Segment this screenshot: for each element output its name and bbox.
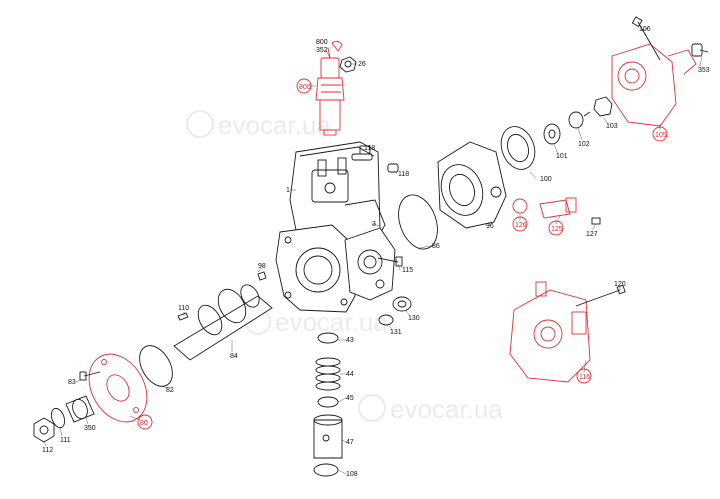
label-120: 120 [614, 281, 626, 288]
key-110 [177, 312, 189, 321]
washer-111 [50, 407, 66, 429]
governor-assembly [344, 227, 396, 301]
label-118-a: 118 [364, 145, 375, 152]
label-118-b: 118 [398, 171, 409, 178]
seal-43 [317, 332, 339, 344]
label-800-top: 800 [316, 39, 328, 46]
watermark-middle: evocar.ua [244, 307, 388, 337]
label-108: 108 [346, 471, 358, 478]
label-112: 112 [42, 447, 53, 454]
watermark-lower: evocar.ua [357, 393, 503, 424]
label-131: 131 [390, 329, 402, 336]
watermark-upper: evocar.ua [185, 109, 331, 140]
bolt-83 [79, 371, 101, 381]
bolt-120 [575, 284, 626, 307]
label-105: 105 [655, 132, 667, 139]
label-102: 102 [578, 141, 590, 148]
label-115: 115 [402, 267, 413, 274]
label-101: 101 [556, 153, 568, 160]
seal-126 [512, 198, 528, 214]
label-84: 84 [230, 353, 238, 360]
label-352: 352 [316, 47, 328, 54]
label-126: 126 [515, 222, 527, 229]
label-106: 106 [639, 26, 651, 33]
pump-assembly-116 [509, 281, 591, 383]
label-111: 111 [60, 437, 71, 444]
ring-100 [500, 126, 536, 170]
seat-45 [317, 396, 339, 408]
label-103: 103 [606, 123, 618, 130]
label-125: 125 [551, 226, 563, 233]
washer-101 [543, 123, 561, 145]
mounting-flange [275, 224, 356, 313]
label-116: 116 [579, 374, 590, 381]
label-44: 44 [346, 371, 354, 378]
bolt-115 [377, 256, 403, 267]
bolt-127 [591, 217, 601, 225]
o-ring-82 [139, 345, 173, 387]
label-350: 350 [84, 425, 96, 432]
nozzle-holder-800 [315, 40, 345, 136]
svg-text:evocar.ua: evocar.ua [390, 394, 503, 424]
label-3: 3 [372, 221, 376, 228]
feed-pump-cover-96 [437, 141, 507, 229]
part-labels: 800 352 26 800 1 118 118 3 86 115 130 13… [42, 26, 710, 478]
camshaft-84 [173, 284, 273, 361]
fitting-353 [691, 43, 709, 57]
svg-text:evocar.ua: evocar.ua [275, 307, 388, 337]
ring-108 [313, 463, 339, 477]
vacuum-pump-105 [611, 43, 697, 127]
fittings-118 [351, 145, 399, 173]
label-1: 1 [286, 187, 290, 194]
clip-98 [257, 271, 267, 281]
label-43: 43 [346, 337, 354, 344]
nut-26 [339, 56, 357, 73]
label-80: 80 [140, 420, 148, 427]
label-127: 127 [586, 231, 598, 238]
label-130: 130 [408, 315, 420, 322]
spring-44 [315, 357, 341, 391]
label-110: 110 [178, 305, 189, 312]
label-26: 26 [358, 61, 366, 68]
svg-text:evocar.ua: evocar.ua [218, 110, 331, 140]
hub-80 [88, 353, 148, 423]
nut-103 [583, 96, 613, 117]
bolt-106 [631, 16, 661, 61]
ring-131 [378, 314, 394, 326]
label-86: 86 [432, 243, 440, 250]
label-82: 82 [166, 387, 174, 394]
label-45: 45 [346, 395, 354, 402]
label-98: 98 [258, 263, 266, 270]
label-96: 96 [486, 223, 494, 230]
label-100: 100 [540, 176, 552, 183]
seal-130 [392, 296, 412, 312]
label-353: 353 [698, 67, 710, 74]
spacer-350 [65, 395, 95, 423]
fitting-125 [539, 197, 577, 219]
o-ring-86 [398, 194, 438, 250]
label-47: 47 [346, 439, 354, 446]
washer-102 [568, 111, 584, 129]
label-83: 83 [68, 379, 76, 386]
label-800-red: 800 [299, 84, 311, 91]
leader-lines [43, 27, 703, 475]
tappet-47 [313, 414, 343, 459]
nut-112 [33, 417, 55, 443]
